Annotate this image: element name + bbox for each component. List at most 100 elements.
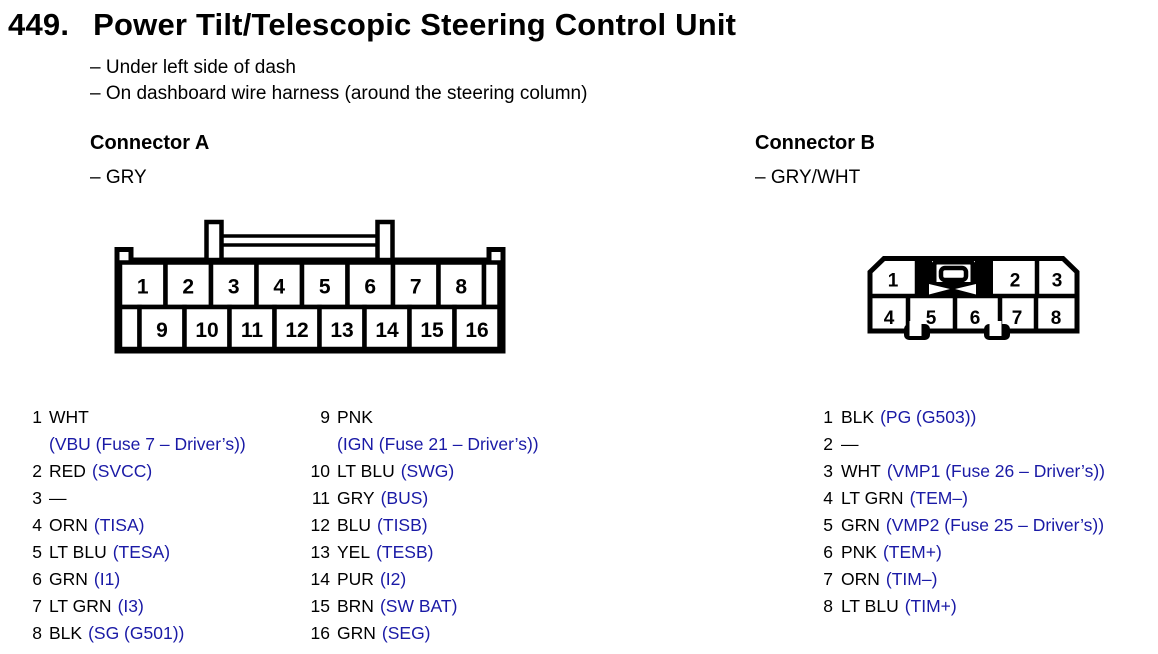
svg-text:16: 16 [465,319,488,342]
pin-number: 15 [310,596,330,616]
pin-row: 8 BLK(SG (G501)) [20,620,246,647]
pin-text: LT BLU(TESA) [49,539,170,566]
pin-text: BLK(PG (G503)) [841,404,976,431]
svg-text:9: 9 [156,319,168,342]
pin-number: 14 [310,569,330,589]
pin-number: 9 [320,407,330,427]
connector-b-housing-color: – GRY/WHT [755,167,861,188]
connector-a-latch-post-left [204,219,224,263]
signal-name: (TIM–) [885,569,938,589]
signal-name: (VMP1 (Fuse 26 – Driver’s)) [886,461,1106,481]
svg-text:11: 11 [241,319,264,342]
svg-text:15: 15 [420,319,444,342]
pin-text: WHT [49,404,89,431]
connector-b-key-notches [904,321,1010,340]
wire-color: WHT [841,461,881,481]
pin-number: 3 [823,461,833,481]
wire-color: — [841,434,859,454]
pin-row: 13 YEL(TESB) [300,539,539,566]
signal-name: (TISB) [377,515,428,535]
signal-name: (SW BAT) [379,596,458,616]
connector-a-pin-list-right: 9 PNK (IGN (Fuse 21 – Driver’s)) 10 LT B… [300,404,539,647]
signal-name: (TESA) [112,542,171,562]
pin-text: WHT(VMP1 (Fuse 26 – Driver’s)) [841,458,1105,485]
pin-row: 1 WHT [20,404,246,431]
pin-row: 2 RED(SVCC) [20,458,246,485]
svg-text:8: 8 [455,276,467,299]
location-notes: – Under left side of dash – On dashboard… [90,55,587,107]
pin-text: — [49,485,67,512]
pin-row: 8 LT BLU(TIM+) [820,593,1105,620]
svg-text:3: 3 [228,276,240,299]
signal-name: (I3) [117,596,144,616]
pin-number: 2 [32,461,42,481]
pin-number: 3 [32,488,42,508]
pin-text: GRN(VMP2 (Fuse 25 – Driver’s)) [841,512,1104,539]
pin-row: 4 LT GRN(TEM–) [820,485,1105,512]
pin-row: 6 PNK(TEM+) [820,539,1105,566]
pin-text: GRY(BUS) [337,485,428,512]
signal-name: (TEM–) [909,488,968,508]
svg-text:14: 14 [375,319,399,342]
wire-color: WHT [49,407,89,427]
wire-color: YEL [337,542,371,562]
section-title: Power Tilt/Telescopic Steering Control U… [93,7,737,42]
pin-number: 5 [823,515,833,535]
pin-row: 10 LT BLU(SWG) [300,458,539,485]
pin-text: LT GRN(I3) [49,593,144,620]
pin-text: LT BLU(TIM+) [841,593,957,620]
wire-color: RED [49,461,86,481]
pin-row: 16 GRN(SEG) [300,620,539,647]
connector-b-thick-wall [975,258,993,296]
wire-color: BRN [337,596,374,616]
svg-text:3: 3 [1052,271,1063,292]
pin-row: 7 LT GRN(I3) [20,593,246,620]
signal-name: (I1) [93,569,121,589]
connector-b-pin-list: 1 BLK(PG (G503)) 2 — 3 WHT(VMP1 (Fuse 26… [820,404,1105,620]
pin-number: 11 [311,488,330,508]
pin-row: 15 BRN(SW BAT) [300,593,539,620]
wire-color: GRN [841,515,880,535]
svg-text:1: 1 [137,276,149,299]
pin-number: 12 [310,515,330,535]
svg-text:6: 6 [364,276,376,299]
wire-color: LT BLU [841,596,899,616]
pin-number: 4 [823,488,833,508]
pin-row: 1 BLK(PG (G503)) [820,404,1105,431]
svg-text:12: 12 [285,319,308,342]
signal-name: (I2) [379,569,407,589]
pin-text: YEL(TESB) [337,539,433,566]
page-title: 449.Power Tilt/Telescopic Steering Contr… [8,7,736,43]
pin-row: 6 GRN(I1) [20,566,246,593]
connector-a-bottom-row [117,304,502,352]
pin-text: — [841,431,859,458]
wire-color: LT BLU [49,542,107,562]
connector-b-latch-icon [927,259,978,296]
svg-text:5: 5 [319,276,331,299]
signal-name-wrapped: (VBU (Fuse 7 – Driver’s)) [49,434,246,454]
pin-text: PNK [337,404,373,431]
connector-a-pin-numbers: 1 2 3 4 5 6 7 8 9 10 11 12 13 14 15 16 [137,276,489,343]
pin-number: 8 [823,596,833,616]
wire-color: PUR [337,569,374,589]
pin-number: 1 [823,407,833,427]
pin-number: 7 [823,569,833,589]
pin-row: 5 LT BLU(TESA) [20,539,246,566]
pin-number: 6 [32,569,42,589]
pin-number: 16 [310,623,330,643]
connector-a-latch-bar [219,234,380,247]
pin-number: 1 [32,407,42,427]
pin-number: 10 [310,461,330,481]
signal-name: (TISA) [93,515,145,535]
connector-a-housing-color: – GRY [90,167,147,188]
wire-color: LT GRN [49,596,112,616]
svg-text:2: 2 [1010,271,1021,292]
wire-color: PNK [337,407,373,427]
connector-a-diagram: 1 2 3 4 5 6 7 8 9 10 11 12 13 14 15 16 [114,219,506,354]
svg-text:6: 6 [970,308,981,329]
pin-number: 13 [310,542,330,562]
signal-name-wrapped: (IGN (Fuse 21 – Driver’s)) [337,434,539,454]
signal-name: (TIM+) [904,596,957,616]
svg-text:4: 4 [884,308,895,329]
